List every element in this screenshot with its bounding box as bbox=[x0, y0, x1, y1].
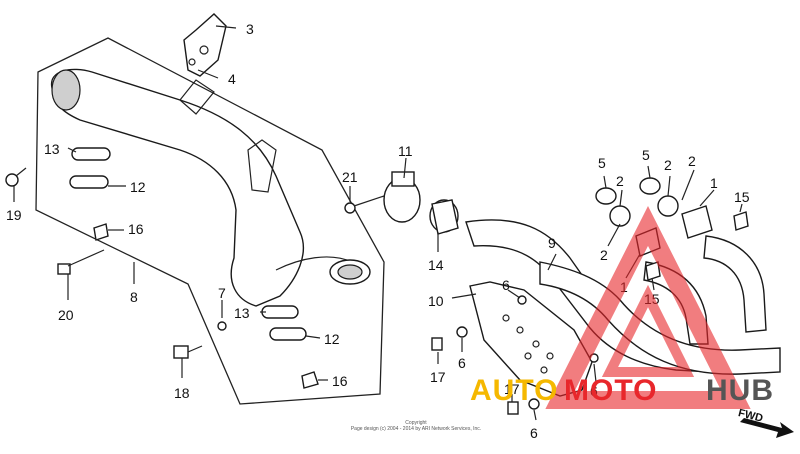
callout-6-lower: 6 bbox=[530, 425, 538, 441]
copyright-text: Page design (c) 2004 - 2014 by ARI Netwo… bbox=[350, 426, 482, 432]
bolt-19 bbox=[5, 167, 27, 187]
callout-17-lower: 17 bbox=[504, 381, 520, 397]
flange-1-right bbox=[681, 205, 713, 239]
callout-8: 8 bbox=[130, 289, 138, 305]
gasket-13-lower bbox=[261, 305, 299, 319]
callout-1-right: 1 bbox=[710, 175, 718, 191]
forward-arrow-icon bbox=[740, 418, 794, 438]
callout-5-left: 5 bbox=[598, 155, 606, 171]
gasket-13-upper bbox=[71, 147, 111, 161]
watermark-hub: HUB bbox=[706, 374, 774, 407]
callout-16-upper: 16 bbox=[128, 221, 144, 237]
callout-4: 4 bbox=[228, 71, 236, 87]
muffler-cap bbox=[51, 69, 81, 111]
muffler-bracket bbox=[183, 13, 227, 77]
bolt-18 bbox=[173, 345, 203, 359]
gasket-5-left bbox=[595, 187, 617, 205]
gasket-12-upper bbox=[69, 175, 109, 189]
muffler bbox=[51, 68, 371, 307]
washer-7 bbox=[217, 321, 227, 331]
callout-10: 10 bbox=[428, 293, 444, 309]
callout-2-c: 2 bbox=[688, 153, 696, 169]
bolt-17-upper bbox=[431, 337, 443, 351]
leader-lines bbox=[13, 25, 743, 421]
callout-15-right: 15 bbox=[734, 189, 750, 205]
muffler-group-border bbox=[35, 37, 385, 405]
bolt-21 bbox=[344, 195, 385, 214]
callout-2-b: 2 bbox=[664, 157, 672, 173]
collar-2-left bbox=[609, 205, 631, 227]
callout-11: 11 bbox=[398, 143, 413, 159]
nut-15-left bbox=[645, 261, 661, 281]
callout-13-upper: 13 bbox=[44, 141, 60, 157]
callout-21: 21 bbox=[342, 169, 358, 185]
callout-14: 14 bbox=[428, 257, 444, 273]
copyright-title: Copyright bbox=[405, 420, 427, 426]
callout-9: 9 bbox=[548, 235, 556, 251]
heat-shield-10 bbox=[469, 281, 593, 397]
callout-16-lower: 16 bbox=[332, 373, 348, 389]
callout-5-right: 5 bbox=[642, 147, 650, 163]
collar-2-right bbox=[657, 195, 679, 217]
callout-2-a: 2 bbox=[616, 173, 624, 189]
callout-12-lower: 12 bbox=[324, 331, 340, 347]
clamp-11 bbox=[383, 171, 421, 223]
washer-6-mid bbox=[456, 326, 468, 338]
watermark-auto: AUTO bbox=[470, 374, 559, 407]
callout-7: 7 bbox=[218, 285, 226, 301]
callout-19: 19 bbox=[6, 207, 22, 223]
sleeve-14 bbox=[429, 199, 459, 235]
callout-12-upper: 12 bbox=[130, 179, 146, 195]
callout-18: 18 bbox=[174, 385, 190, 401]
callout-17-upper: 17 bbox=[430, 369, 446, 385]
callout-6-shield: 6 bbox=[502, 277, 510, 293]
callout-13-lower: 13 bbox=[234, 305, 250, 321]
callout-2-d: 2 bbox=[600, 247, 608, 263]
bolt-17-lower bbox=[507, 401, 519, 415]
nut-16-upper bbox=[93, 223, 109, 241]
nut-15-right bbox=[733, 211, 749, 231]
gasket-12-lower bbox=[269, 327, 307, 341]
watermark-moto: MOTO bbox=[564, 374, 658, 407]
callout-3: 3 bbox=[246, 21, 254, 37]
nut-16-lower bbox=[301, 371, 319, 389]
washer-6-lower bbox=[528, 398, 540, 410]
callout-6-mid: 6 bbox=[458, 355, 466, 371]
copyright-notice: Copyright Page design (c) 2004 - 2014 by… bbox=[316, 420, 516, 432]
gasket-5-right bbox=[639, 177, 661, 195]
callout-20: 20 bbox=[58, 307, 74, 323]
bolt-20 bbox=[57, 249, 105, 275]
watermark-triangle bbox=[545, 206, 751, 409]
